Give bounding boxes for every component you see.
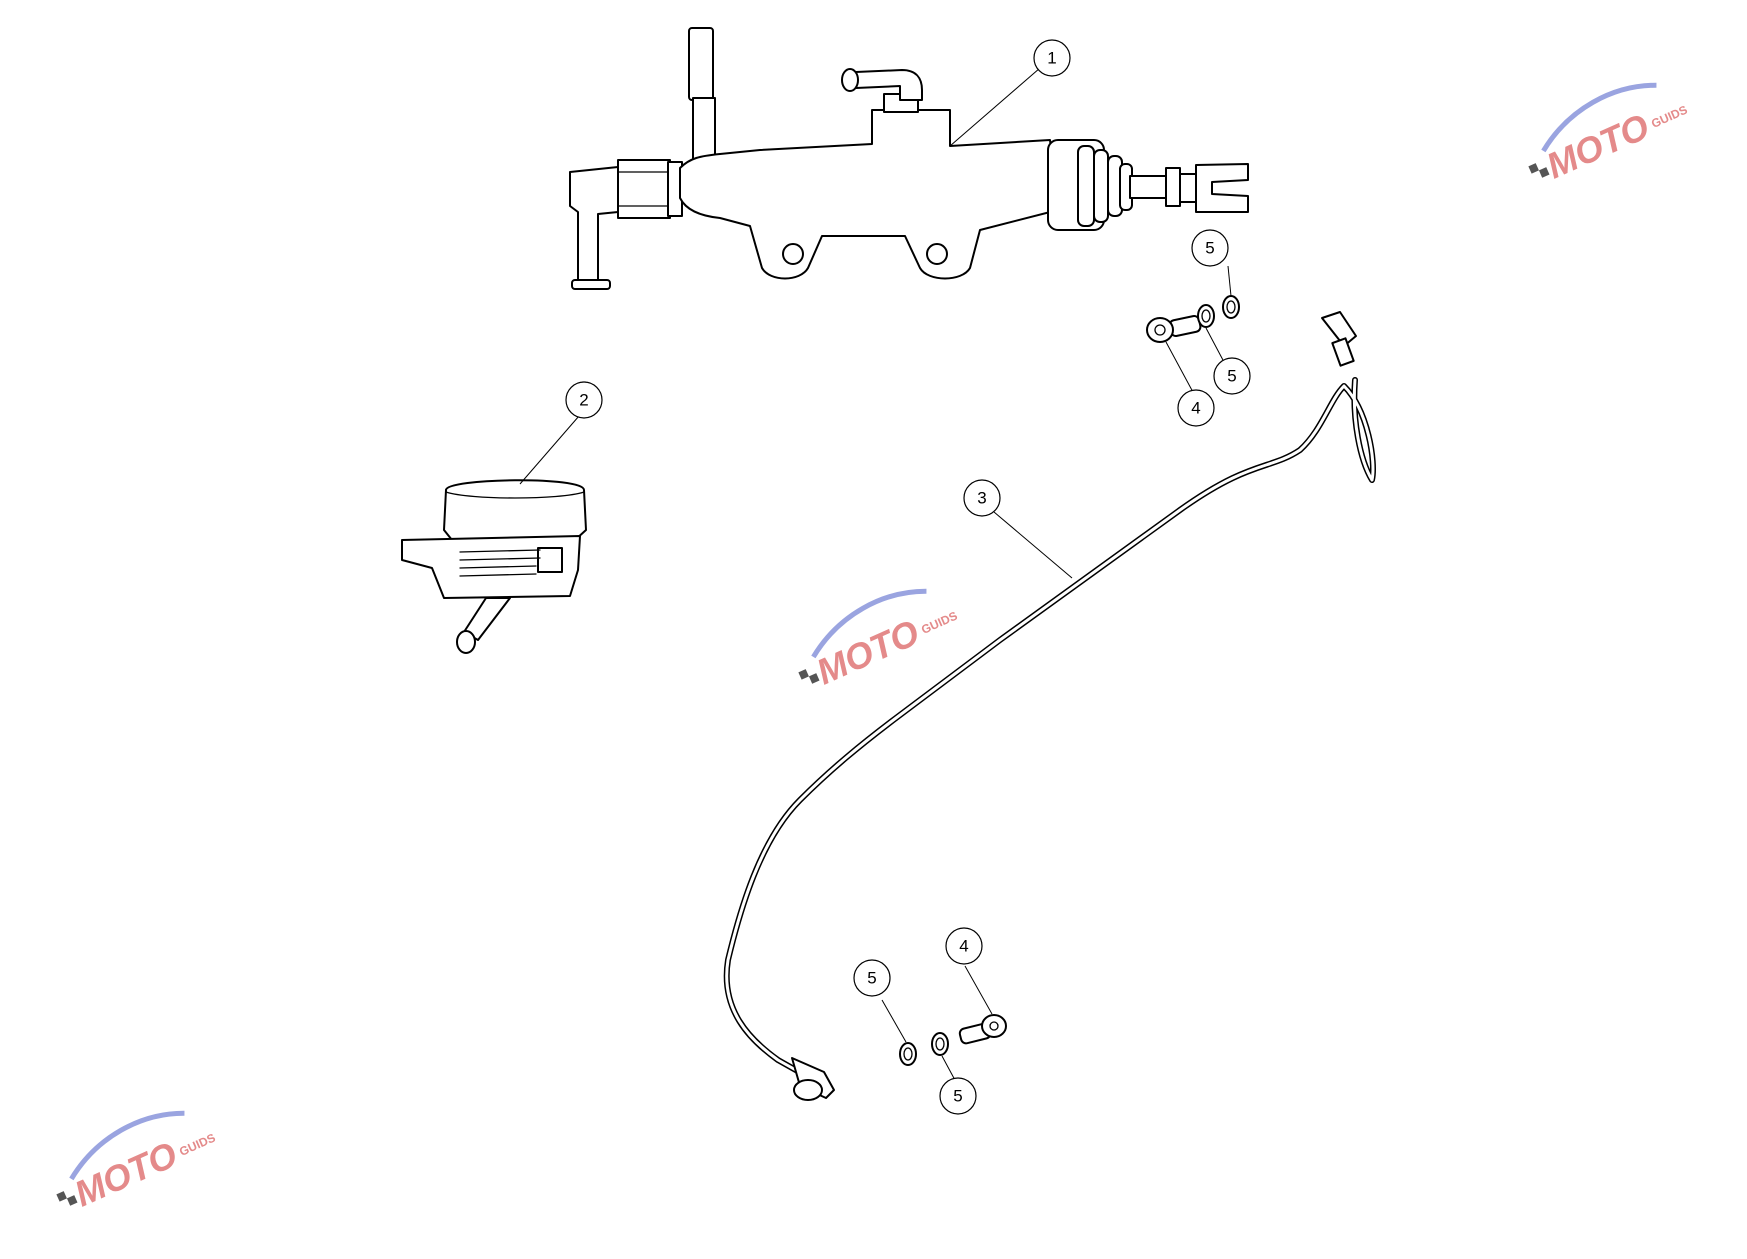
brake-hose-part — [723, 311, 1376, 1101]
washer-upper-a — [1197, 304, 1215, 328]
callout-5-lower-left: 5 — [853, 959, 891, 997]
callout-5-upper-top: 5 — [1191, 229, 1229, 267]
callout-5-lower-right: 5 — [939, 1077, 977, 1115]
banjo-bolt-upper — [1146, 314, 1202, 343]
watermark-center: MOTO GUIDS — [798, 588, 960, 692]
master-cylinder-part — [569, 27, 1249, 290]
watermark-brand: MOTO — [810, 611, 925, 692]
callout-4-lower: 4 — [945, 927, 983, 965]
washer-lower-b — [931, 1032, 949, 1056]
washer-lower-a — [899, 1042, 917, 1066]
callout-label: 2 — [579, 391, 588, 410]
callout-label: 5 — [867, 969, 876, 988]
callout-label: 5 — [953, 1087, 962, 1106]
washer-upper-b — [1222, 295, 1240, 319]
callout-label: 5 — [1227, 367, 1236, 386]
watermark-brand: MOTO — [1540, 105, 1655, 186]
callout-label: 4 — [959, 937, 968, 956]
watermark-sub: GUIDS — [919, 609, 959, 637]
watermark-sub: GUIDS — [177, 1131, 217, 1159]
fluid-reservoir-part — [401, 479, 587, 654]
watermark-top-right: MOTO GUIDS — [1528, 82, 1690, 186]
watermark-brand: MOTO — [68, 1133, 183, 1214]
callout-label: 3 — [977, 489, 986, 508]
callout-label: 4 — [1191, 399, 1200, 418]
callout-2: 2 — [565, 381, 603, 419]
callout-label: 1 — [1047, 49, 1056, 68]
callout-4-upper: 4 — [1177, 389, 1215, 427]
banjo-bolt-lower — [958, 1014, 1007, 1045]
callout-1: 1 — [1033, 39, 1071, 77]
watermark-bottom-left: MOTO GUIDS — [56, 1110, 218, 1214]
callout-3: 3 — [963, 479, 1001, 517]
leader-lines — [519, 67, 1232, 1083]
callout-label: 5 — [1205, 239, 1214, 258]
callout-5-upper-bottom: 5 — [1213, 357, 1251, 395]
watermark-sub: GUIDS — [1649, 103, 1689, 131]
